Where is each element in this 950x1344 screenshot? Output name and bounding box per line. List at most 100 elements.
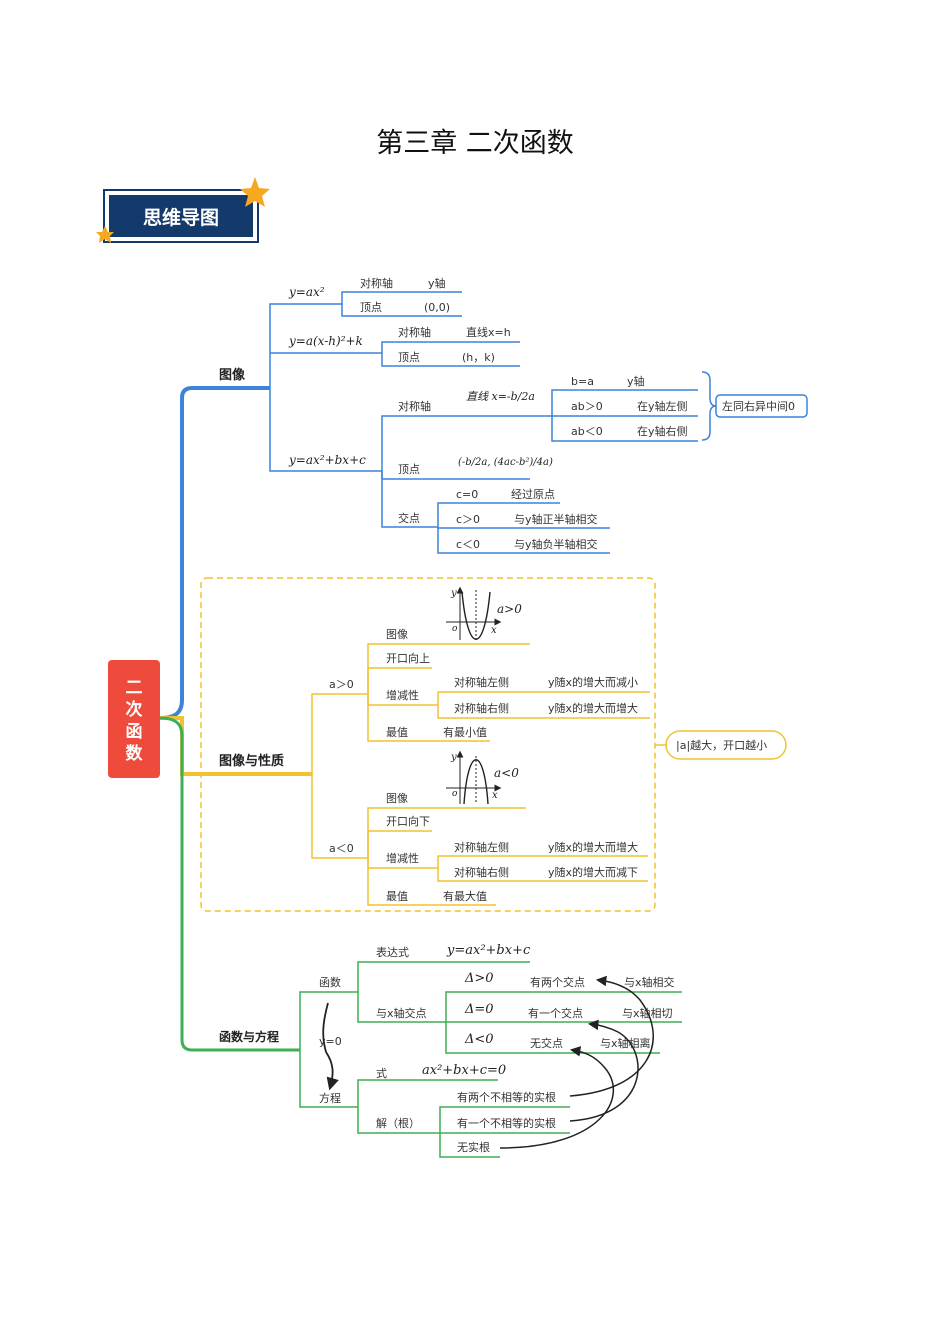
- f2-vertex-value: (h，k): [462, 351, 495, 364]
- svg-text:y: y: [450, 752, 457, 763]
- equ-label: 方程: [319, 1091, 341, 1105]
- branch-eq-connector: [159, 716, 300, 1052]
- cond-2: ab＞0: [571, 400, 603, 413]
- cross-1: c=0: [456, 488, 478, 501]
- f2-axis-value: 直线x=h: [466, 325, 511, 339]
- pos-mono: 增减性: [386, 688, 419, 702]
- svg-text:o: o: [452, 789, 458, 799]
- sol-label: 解（根）: [376, 1116, 420, 1130]
- svg-text:y: y: [450, 588, 457, 599]
- cross-3: c＜0: [456, 538, 480, 551]
- form-value: ax²+bx+c=0: [422, 1063, 506, 1078]
- neg-left-value: y随x的增大而增大: [548, 840, 638, 854]
- neg-open: 开口向下: [386, 814, 430, 828]
- f2-vertex: 顶点: [398, 351, 420, 364]
- props-frame: [200, 577, 656, 912]
- inter-label: 与x轴交点: [376, 1006, 427, 1020]
- pos-left: 对称轴左侧: [454, 675, 509, 689]
- delta-1-b: 与x轴相交: [624, 975, 675, 989]
- svg-text:o: o: [452, 624, 458, 634]
- pos-right: 对称轴右侧: [454, 701, 509, 715]
- badge-label: 思维导图: [143, 206, 219, 229]
- svg-text:次: 次: [126, 699, 143, 720]
- eq-label: 函数与方程: [219, 1029, 279, 1044]
- note-label: |a|越大，开口越小: [676, 738, 767, 752]
- root-node: 二 次 函 数: [108, 660, 160, 778]
- star-icon: [240, 177, 270, 207]
- f1-vertex-value: (0,0): [424, 301, 450, 314]
- f3-axis: 对称轴: [398, 399, 431, 413]
- f3-formula: y=ax²+bx+c: [288, 453, 366, 467]
- upward-parabola-plot: [446, 586, 502, 640]
- delta-2: Δ=0: [464, 1002, 494, 1017]
- svg-text:x: x: [492, 790, 498, 801]
- sol-3: 无实根: [457, 1140, 490, 1154]
- cross-1-value: 经过原点: [511, 488, 555, 501]
- expr-label: 表达式: [376, 945, 409, 959]
- pos-cond: a＞0: [329, 678, 354, 691]
- relation-arrows: [499, 975, 654, 1149]
- f3-axis-value: 直线 x=-b/2a: [466, 390, 535, 403]
- rule-box: [715, 394, 808, 418]
- branch-eq: [299, 961, 682, 1158]
- f3-cross: 交点: [398, 511, 420, 525]
- f1-vertex: 顶点: [360, 301, 382, 314]
- star-icon: [96, 226, 114, 243]
- form-label: 式: [376, 1067, 387, 1080]
- f1-axis-value: y轴: [428, 276, 446, 290]
- cross-3-value: 与y轴负半轴相交: [514, 537, 598, 551]
- neg-ext: 最值: [386, 890, 408, 903]
- page-title: 第三章 二次函数: [376, 128, 574, 159]
- neg-left: 对称轴左侧: [454, 840, 509, 854]
- branch-graph: [269, 291, 717, 554]
- delta-3: Δ<0: [464, 1032, 494, 1047]
- graph-label: 图像: [219, 367, 246, 383]
- note-box: [665, 730, 787, 760]
- f3-vertex: 顶点: [398, 463, 420, 476]
- svg-text:二: 二: [126, 678, 143, 698]
- neg-plot-label: a<0: [494, 766, 519, 780]
- delta-1-a: 有两个交点: [530, 975, 585, 989]
- neg-img: 图像: [386, 792, 408, 805]
- pos-left-value: y随x的增大而减小: [548, 675, 638, 689]
- props-label: 图像与性质: [219, 753, 284, 769]
- cond-1: b=a: [571, 375, 594, 388]
- f2-axis: 对称轴: [398, 325, 431, 339]
- neg-cond: a＜0: [329, 842, 354, 855]
- branch-props: [311, 643, 666, 906]
- cond-3: ab＜0: [571, 425, 603, 438]
- expr-value: y=ax²+bx+c: [446, 943, 531, 958]
- cond-2-value: 在y轴左侧: [637, 399, 688, 413]
- f1-axis: 对称轴: [360, 276, 393, 290]
- cond-3-value: 在y轴右侧: [637, 424, 688, 438]
- neg-ext-value: 有最大值: [443, 889, 487, 903]
- f3-vertex-value: (-b/2a, (4ac-b²)/4a): [458, 457, 553, 468]
- pos-ext: 最值: [386, 726, 408, 739]
- func-label: 函数: [319, 976, 341, 989]
- svg-text:数: 数: [126, 743, 144, 764]
- rule-label: 左同右异中间0: [722, 399, 795, 413]
- cond-1-value: y轴: [627, 374, 645, 388]
- delta-3-b: 与x轴相离: [600, 1036, 651, 1050]
- pos-ext-value: 有最小值: [443, 725, 487, 739]
- pos-plot-label: a>0: [497, 602, 522, 616]
- neg-right: 对称轴右侧: [454, 865, 509, 879]
- y0-arrow: [323, 1002, 332, 1088]
- svg-text:函: 函: [126, 722, 143, 742]
- f2-formula: y=a(x-h)²+k: [288, 334, 363, 348]
- y0-label: y=0: [319, 1035, 342, 1048]
- pos-right-value: y随x的增大而增大: [548, 701, 638, 715]
- downward-parabola-plot: [446, 750, 502, 805]
- delta-3-a: 无交点: [530, 1036, 563, 1050]
- delta-2-a: 有一个交点: [528, 1006, 583, 1020]
- branch-graph-connector: [159, 386, 270, 720]
- cross-2: c＞0: [456, 513, 480, 526]
- mind-map-badge: 思维导图: [96, 177, 270, 243]
- sol-1: 有两个不相等的实根: [457, 1090, 556, 1104]
- pos-img: 图像: [386, 628, 408, 641]
- neg-mono: 增减性: [386, 851, 419, 865]
- delta-1: Δ>0: [464, 971, 494, 986]
- pos-open: 开口向上: [386, 651, 430, 665]
- svg-text:x: x: [491, 625, 497, 636]
